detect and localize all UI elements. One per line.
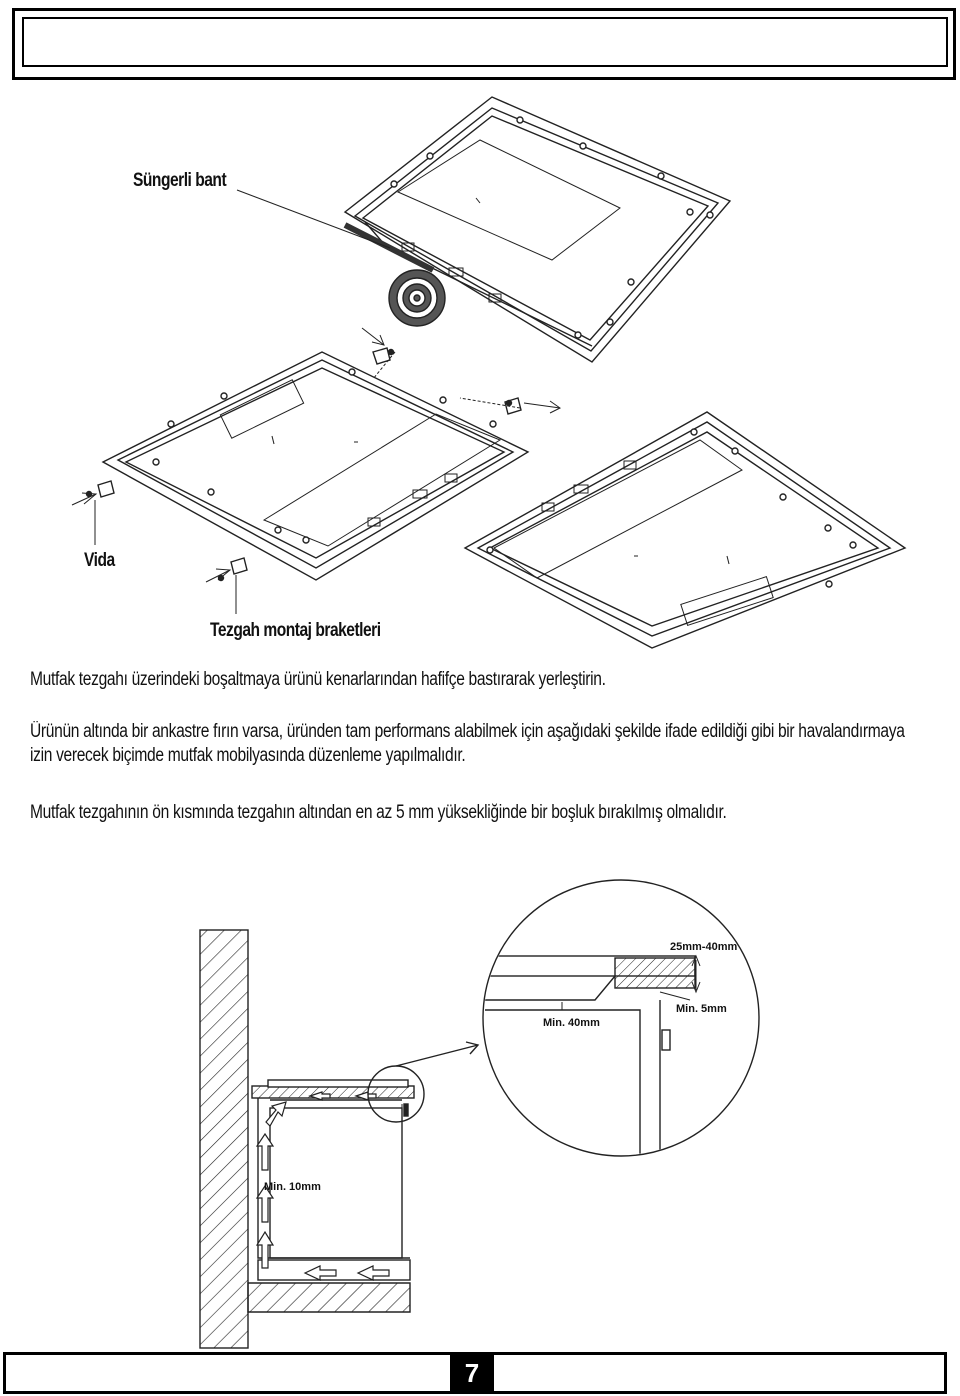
instruction-paragraph-2: Ürünün altında bir ankastre fırın varsa,…	[30, 721, 905, 766]
footer-frame	[3, 1352, 947, 1394]
dim-label-25-40mm: 25mm-40mm	[670, 941, 738, 953]
header-frame	[12, 8, 956, 80]
header-inner-frame	[22, 17, 948, 67]
instruction-paragraph-1: Mutfak tezgahı üzerindeki boşaltmaya ürü…	[30, 669, 606, 690]
instruction-paragraph-3: Mutfak tezgahının ön kısmında tezgahın a…	[30, 802, 727, 823]
page-number: 7	[450, 1355, 494, 1392]
screw-label: Vida	[84, 550, 115, 571]
sponge-tape-label: Süngerli bant	[133, 170, 227, 191]
dim-label-min-5mm: Min. 5mm	[676, 1003, 727, 1015]
hob-installation-illustration	[71, 96, 907, 649]
dim-label-min-10mm: Min. 10mm	[264, 1181, 321, 1193]
brackets-label: Tezgah montaj braketleri	[210, 620, 381, 641]
dim-label-min-40mm: Min. 40mm	[543, 1017, 600, 1029]
